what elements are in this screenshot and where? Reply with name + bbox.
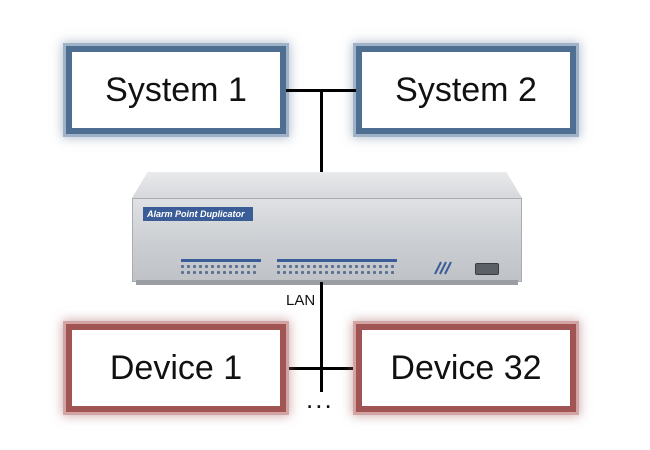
led (385, 271, 388, 274)
led (325, 271, 328, 274)
led (235, 271, 238, 274)
led (205, 271, 208, 274)
led (289, 271, 292, 274)
device-32-connector-line (320, 367, 356, 370)
led (301, 265, 304, 268)
led (193, 265, 196, 268)
unit-top-panel (132, 172, 522, 198)
led (199, 271, 202, 274)
led (379, 271, 382, 274)
led (301, 271, 304, 274)
led (349, 271, 352, 274)
led (211, 271, 214, 274)
led (277, 265, 280, 268)
led (199, 265, 202, 268)
led (349, 265, 352, 268)
led (229, 271, 232, 274)
led (187, 265, 190, 268)
led (181, 265, 184, 268)
led (295, 265, 298, 268)
led-group-header (277, 259, 397, 262)
led (385, 265, 388, 268)
led (307, 265, 310, 268)
led-group-right (277, 259, 397, 279)
serial-port-icon (475, 263, 499, 275)
device-32-label: Device 32 (390, 348, 542, 387)
alarm-point-duplicator-unit: Alarm Point Duplicator (132, 172, 522, 286)
led (235, 265, 238, 268)
led (319, 271, 322, 274)
led (307, 271, 310, 274)
led (283, 265, 286, 268)
led (343, 271, 346, 274)
device-1-connector-line (286, 367, 322, 370)
led (223, 271, 226, 274)
led (193, 271, 196, 274)
device-32-box: Device 32 (356, 324, 576, 412)
led (217, 265, 220, 268)
led (367, 271, 370, 274)
led (187, 271, 190, 274)
lan-label: LAN (286, 292, 316, 309)
led (391, 265, 394, 268)
led (181, 271, 184, 274)
led (325, 265, 328, 268)
led (277, 271, 280, 274)
led-row (181, 265, 256, 268)
led (205, 265, 208, 268)
led (319, 265, 322, 268)
unit-front-panel: Alarm Point Duplicator (132, 198, 522, 282)
led (331, 265, 334, 268)
led (313, 265, 316, 268)
led (247, 271, 250, 274)
led (361, 265, 364, 268)
led (283, 271, 286, 274)
vent-icon (434, 261, 452, 275)
led (229, 265, 232, 268)
unit-base (136, 280, 518, 285)
led (379, 265, 382, 268)
lan-line (320, 282, 323, 392)
led (373, 271, 376, 274)
led (331, 271, 334, 274)
led (355, 271, 358, 274)
led (241, 271, 244, 274)
system-2-box: System 2 (356, 46, 576, 134)
more-devices-ellipsis: ... (306, 384, 334, 414)
led (223, 265, 226, 268)
led (373, 265, 376, 268)
led (295, 271, 298, 274)
led (391, 271, 394, 274)
led (253, 265, 256, 268)
led (241, 265, 244, 268)
led (289, 265, 292, 268)
led (313, 271, 316, 274)
system-2-label: System 2 (395, 70, 537, 109)
led (253, 271, 256, 274)
led (337, 265, 340, 268)
led (343, 265, 346, 268)
led (247, 265, 250, 268)
system-1-box: System 1 (66, 46, 286, 134)
device-1-label: Device 1 (109, 348, 243, 387)
device-1-box: Device 1 (66, 324, 286, 412)
led-group-header (181, 259, 261, 262)
led-group-left (181, 259, 261, 279)
led (337, 271, 340, 274)
led (211, 265, 214, 268)
led (217, 271, 220, 274)
unit-title: Alarm Point Duplicator (143, 207, 253, 221)
system-1-label: System 1 (105, 70, 247, 109)
led-row (277, 265, 394, 268)
led (355, 265, 358, 268)
led-row (181, 271, 256, 274)
led-row (277, 271, 394, 274)
led (367, 265, 370, 268)
system-to-unit-line (320, 89, 323, 181)
led (361, 271, 364, 274)
